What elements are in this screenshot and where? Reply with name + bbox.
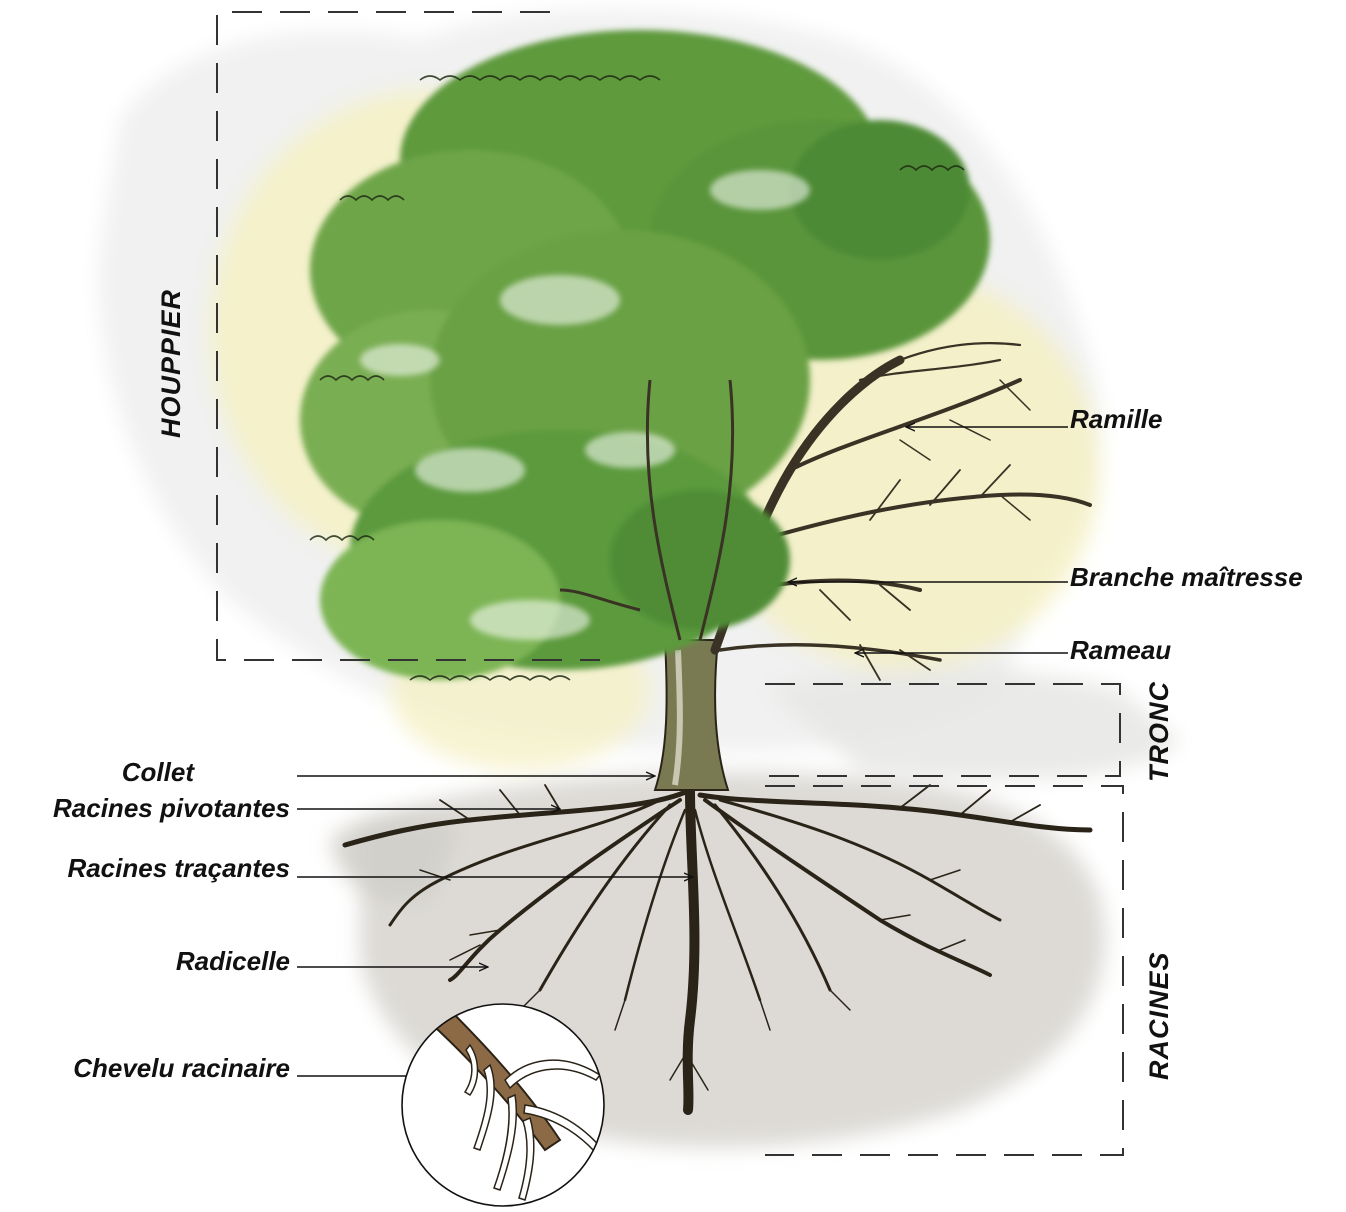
roots-section-label: RACINES: [1144, 951, 1174, 1080]
racines-tracantes-label: Racines traçantes: [67, 853, 290, 883]
collet-label: Collet: [122, 757, 194, 787]
racines-pivotantes-label: Racines pivotantes: [53, 793, 290, 823]
branche-maitresse-label: Branche maîtresse: [1070, 562, 1303, 592]
radicelle-label: Radicelle: [176, 946, 290, 976]
ramille-label: Ramille: [1070, 404, 1163, 434]
chevelu-racinaire-label: Chevelu racinaire: [73, 1053, 290, 1083]
rameau-label: Rameau: [1070, 635, 1171, 665]
trunk-section-label: TRONC: [1144, 681, 1174, 782]
crown-section-label: HOUPPIER: [156, 289, 186, 438]
